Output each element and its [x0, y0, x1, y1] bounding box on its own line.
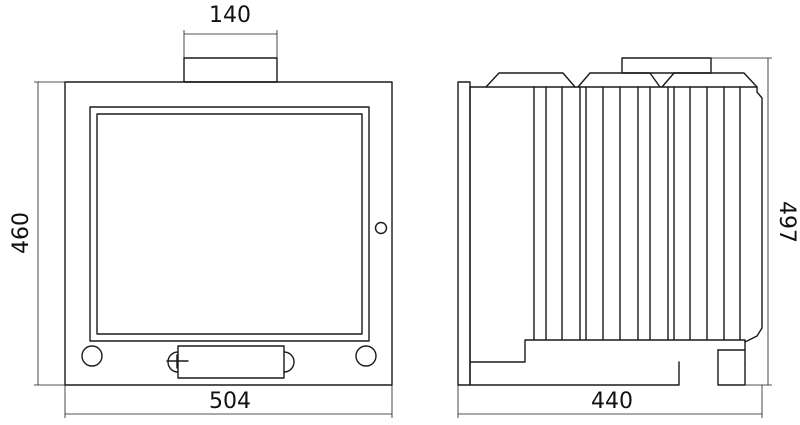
convection-ribs [533, 86, 741, 341]
dimension-front-width: 504 [64, 385, 393, 418]
side-depth-label: 440 [591, 389, 633, 414]
dimension-side-height: 497 [711, 57, 799, 386]
flue-collar [183, 57, 278, 83]
dimension-front-height: 460 [9, 81, 65, 386]
dimension-side-depth: 440 [457, 385, 763, 418]
front-view [64, 57, 393, 386]
front-height-label: 460 [9, 212, 34, 254]
side-view [457, 57, 763, 386]
dimension-chimney-width: 140 [183, 3, 278, 58]
side-front-plate [457, 81, 471, 386]
door-glass [96, 113, 363, 335]
front-width-label: 504 [209, 389, 251, 414]
side-height-label: 497 [774, 201, 799, 243]
door-frame [89, 106, 370, 342]
right-vent-icon [355, 345, 377, 367]
left-vent-icon [81, 345, 103, 367]
air-control-slider [166, 345, 295, 379]
chimney-width-label: 140 [209, 3, 251, 28]
door-handle-icon [374, 221, 388, 235]
side-flue-collar [621, 57, 712, 74]
stove-body-front [64, 81, 393, 386]
